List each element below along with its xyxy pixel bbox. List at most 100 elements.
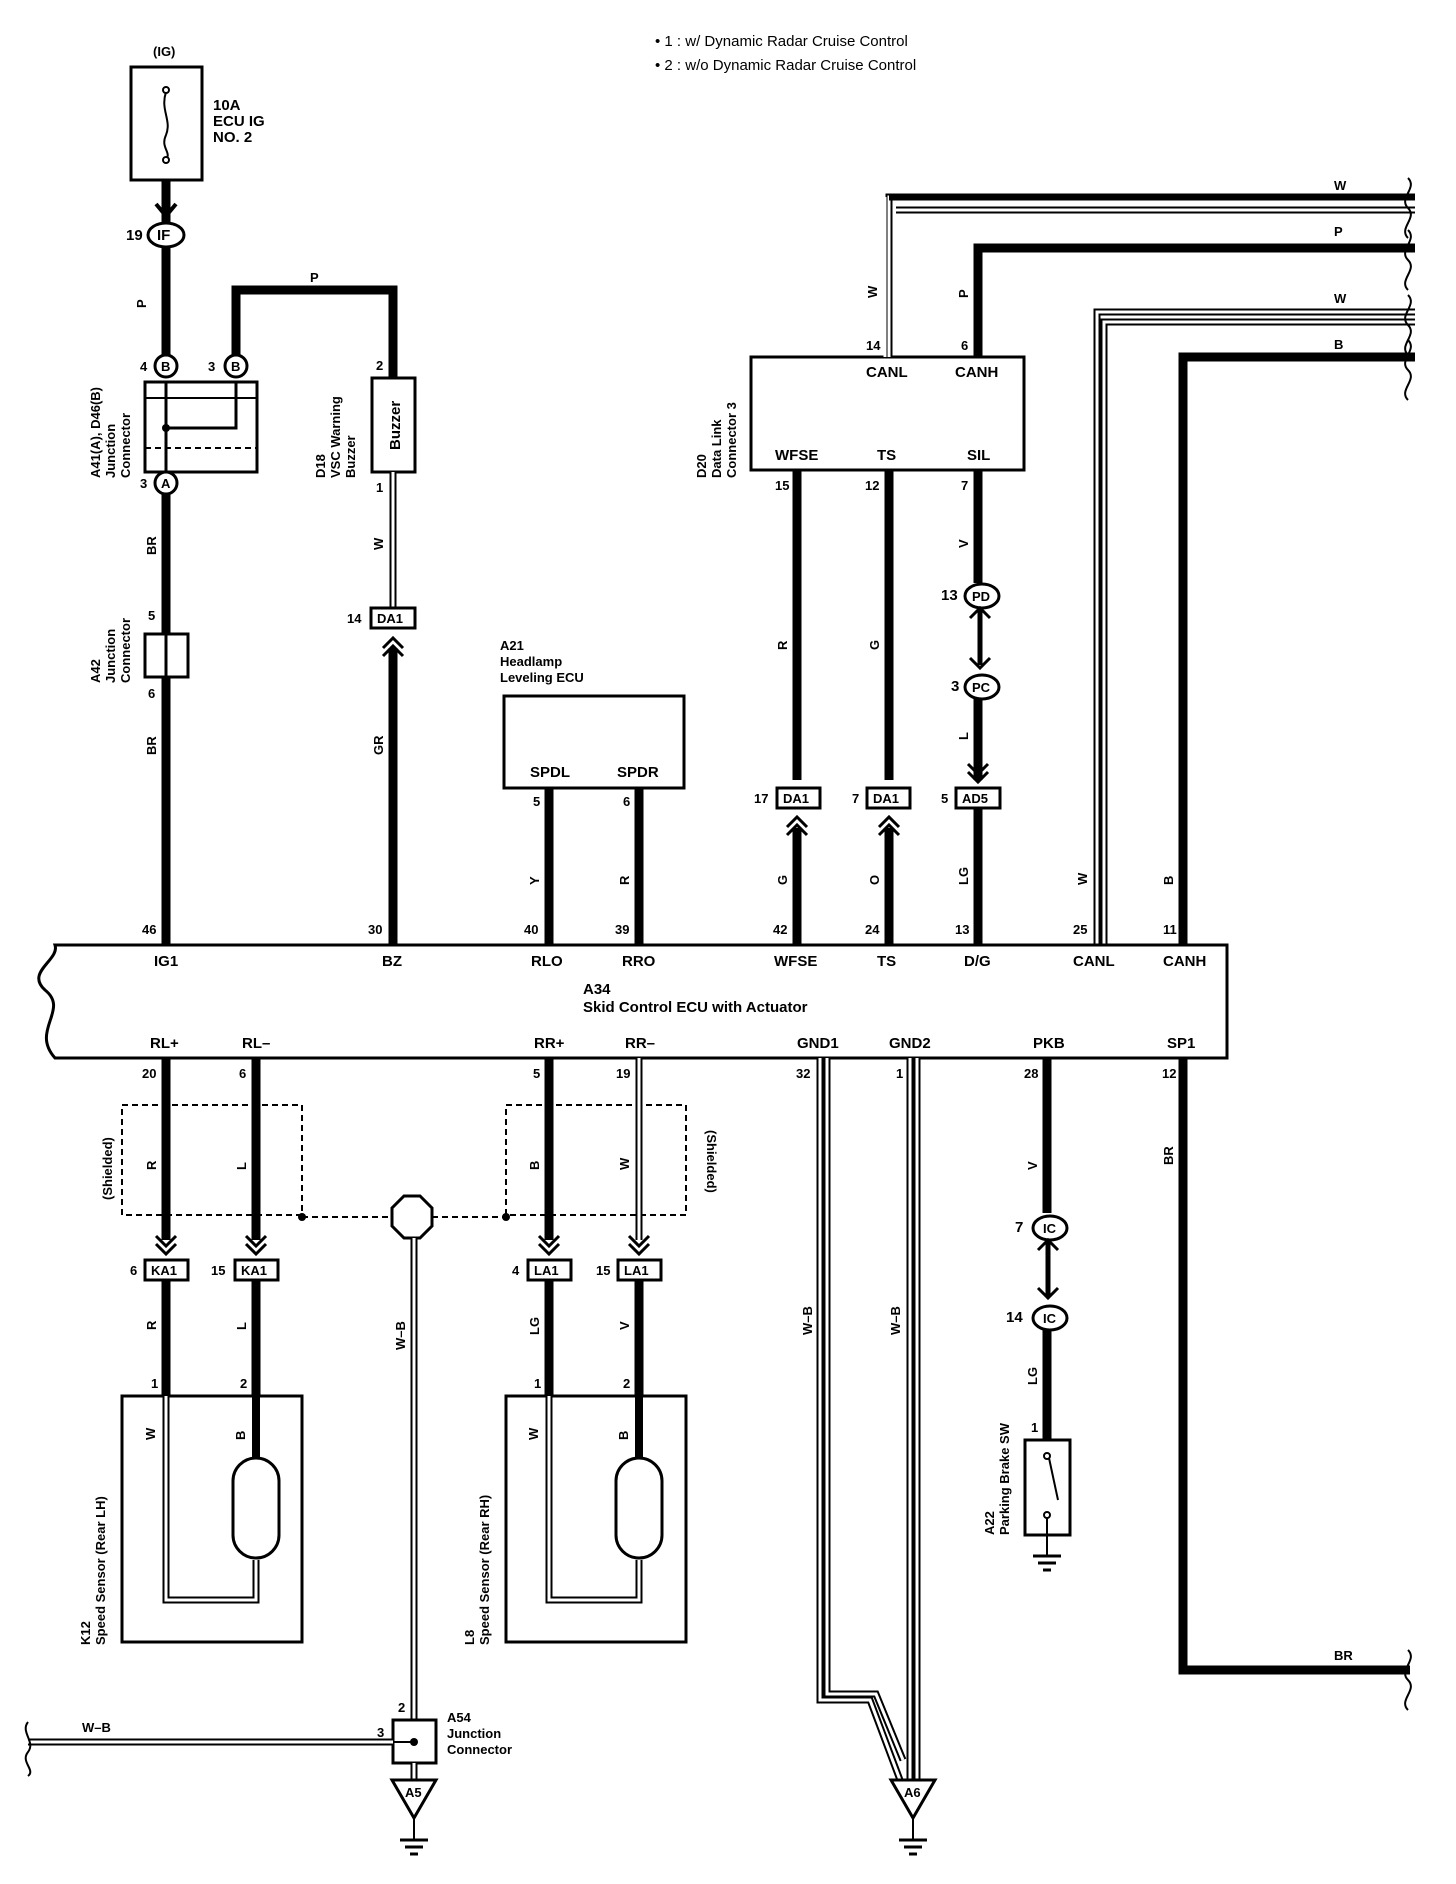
- wire-o-ts-label: O: [867, 875, 882, 885]
- svg-text:AD5: AD5: [962, 791, 988, 806]
- svg-text:PD: PD: [972, 589, 990, 604]
- wire-w-canl: [1095, 310, 1415, 945]
- a22-pin1: 1: [1031, 1420, 1038, 1435]
- ka1-b-pin: 15: [211, 1263, 225, 1278]
- junction-connector-a42: [143, 632, 190, 679]
- junction-connector-a41: B B A: [143, 353, 259, 496]
- la1-a-pin: 4: [512, 1263, 520, 1278]
- shielded-left-label: (Shielded): [100, 1137, 115, 1200]
- a54-label2: Junction: [447, 1726, 501, 1741]
- fuse-supply: (IG): [153, 44, 175, 59]
- d20-label2: Data Link: [709, 419, 724, 478]
- ecu-bottom-pin-name-2: RR+: [534, 1035, 565, 1052]
- a54-label1: A54: [447, 1710, 472, 1725]
- ecu-bottom-pin-num-0: 20: [142, 1066, 156, 1081]
- svg-text:SPDR: SPDR: [617, 764, 659, 781]
- ecu-bottom-pin-num-5: 1: [896, 1066, 903, 1081]
- svg-text:SIL: SIL: [967, 447, 990, 464]
- d20-pin7: 7: [961, 478, 968, 493]
- svg-text:B: B: [616, 1431, 631, 1440]
- k12-label1: K12: [78, 1621, 93, 1645]
- break-marks-top: [1404, 177, 1412, 401]
- wire-g-wfse-label: G: [775, 875, 790, 885]
- a41-label2: Junction: [103, 424, 118, 478]
- wire-br-2-label: BR: [144, 736, 159, 755]
- l8-pin2: 2: [623, 1376, 630, 1391]
- wire-b-top4-label: B: [1334, 337, 1343, 352]
- ecu-top-pin-name-4: WFSE: [774, 953, 817, 970]
- d18-label3: Buzzer: [343, 435, 358, 478]
- ic-b-pin: 14: [1006, 1309, 1023, 1326]
- la1-b-pin: 15: [596, 1263, 610, 1278]
- k12-label2: Speed Sensor (Rear LH): [93, 1496, 108, 1645]
- a42-pin5: 5: [148, 608, 155, 623]
- svg-text:A5: A5: [405, 1785, 422, 1800]
- ecu-top-pin-num-4: 42: [773, 922, 787, 937]
- fuse-10a: [129, 65, 204, 182]
- a42-pin6: 6: [148, 686, 155, 701]
- ecu-top-pin-name-6: D/G: [964, 953, 991, 970]
- a21-label1: A21: [500, 638, 524, 653]
- a22-label2: Parking Brake SW: [997, 1422, 1012, 1535]
- wire-v-pkb-label: V: [1025, 1161, 1040, 1170]
- connector-pd: PD: [963, 582, 1001, 610]
- fuse-name-2: NO. 2: [213, 129, 252, 146]
- wire-v-l8-label: V: [617, 1321, 632, 1330]
- svg-text:Buzzer: Buzzer: [387, 401, 404, 450]
- l8-label2: Speed Sensor (Rear RH): [477, 1495, 492, 1645]
- ecu-top-pin-num-3: 39: [615, 922, 629, 937]
- a21-label3: Leveling ECU: [500, 670, 584, 685]
- wire-l-rl-label: L: [234, 1162, 249, 1170]
- a54-label3: Connector: [447, 1742, 512, 1757]
- speed-sensor-rear-lh: W B: [120, 1394, 304, 1644]
- skid-control-ecu: [37, 943, 1229, 1060]
- svg-text:IF: IF: [157, 227, 170, 244]
- ecu-top-pin-num-8: 11: [1163, 922, 1177, 937]
- ecu-bottom-pin-num-3: 19: [616, 1066, 630, 1081]
- a21-label2: Headlamp: [500, 654, 562, 669]
- connector-ka1-b: KA1: [233, 1258, 280, 1282]
- ecu-top-pin-num-2: 40: [524, 922, 538, 937]
- wire-w-canl-label: W: [1075, 872, 1090, 885]
- pc-pin: 3: [951, 678, 959, 695]
- ecu-title-1: A34: [583, 981, 611, 998]
- wire-wb-left-label: W–B: [82, 1720, 111, 1735]
- svg-text:LA1: LA1: [624, 1263, 649, 1278]
- a22-label1: A22: [982, 1511, 997, 1535]
- ecu-top-pin-num-5: 24: [865, 922, 880, 937]
- svg-text:WFSE: WFSE: [775, 447, 818, 464]
- d20-pin14: 14: [866, 338, 881, 353]
- ecu-bottom-pin-num-7: 12: [1162, 1066, 1176, 1081]
- d18-label2: VSC Warning: [328, 396, 343, 478]
- connector-ka1-a: KA1: [143, 1258, 190, 1282]
- d18-pin2: 2: [376, 358, 383, 373]
- connector-da1-wfse: DA1: [775, 786, 822, 810]
- ad5-pin: 5: [941, 791, 948, 806]
- shield-ground-node: [390, 1194, 434, 1240]
- wire-p-top-label: P: [310, 270, 319, 285]
- ecu-top-pin-num-7: 25: [1073, 922, 1087, 937]
- connector-ic-a: IC: [1031, 1214, 1069, 1242]
- wire-p-top2-label: P: [1334, 224, 1343, 239]
- connector-ad5: AD5: [954, 786, 1002, 810]
- ecu-bottom-pin-name-4: GND1: [797, 1035, 839, 1052]
- ic-a-pin: 7: [1015, 1219, 1023, 1236]
- wire-y-label: Y: [527, 876, 542, 885]
- a41-pin4: 4: [140, 359, 148, 374]
- ecu-bottom-pin-name-5: GND2: [889, 1035, 931, 1052]
- d20-label1: D20: [694, 454, 709, 478]
- ecu-bottom-pin-name-0: RL+: [150, 1035, 179, 1052]
- a41-label1: A41(A), D46(B): [88, 387, 103, 478]
- ecu-bottom-pin-name-1: RL–: [242, 1035, 270, 1052]
- wire-w-dlc: [887, 195, 1415, 357]
- d20-pin12: 12: [865, 478, 879, 493]
- svg-text:CANL: CANL: [866, 364, 908, 381]
- svg-text:B: B: [231, 359, 240, 374]
- ecu-title-2: Skid Control ECU with Actuator: [583, 999, 808, 1016]
- wire-b-rr-label: B: [527, 1161, 542, 1170]
- connector-da1-ts: DA1: [865, 786, 912, 810]
- k12-pin1: 1: [151, 1376, 158, 1391]
- wire-p-top: [231, 285, 398, 378]
- note-1: • 1 : w/ Dynamic Radar Cruise Control: [655, 33, 908, 50]
- svg-text:B: B: [233, 1431, 248, 1440]
